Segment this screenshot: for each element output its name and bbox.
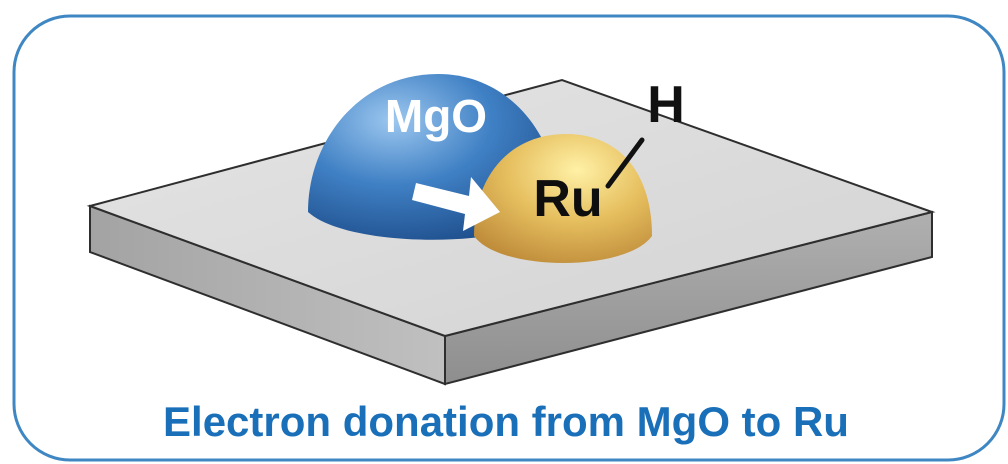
h-label: H (647, 76, 685, 134)
donation-arrow (412, 177, 500, 231)
arrow-right-icon (412, 177, 500, 231)
ru-dome (474, 134, 652, 263)
ru-h-bond (605, 137, 645, 189)
ru-label: Ru (533, 170, 602, 228)
mgo-label: MgO (385, 90, 487, 142)
h-adsorbate: H (605, 76, 685, 189)
ru-particle: Ru (474, 134, 652, 263)
caption: Electron donation from MgO to Ru (163, 398, 849, 445)
